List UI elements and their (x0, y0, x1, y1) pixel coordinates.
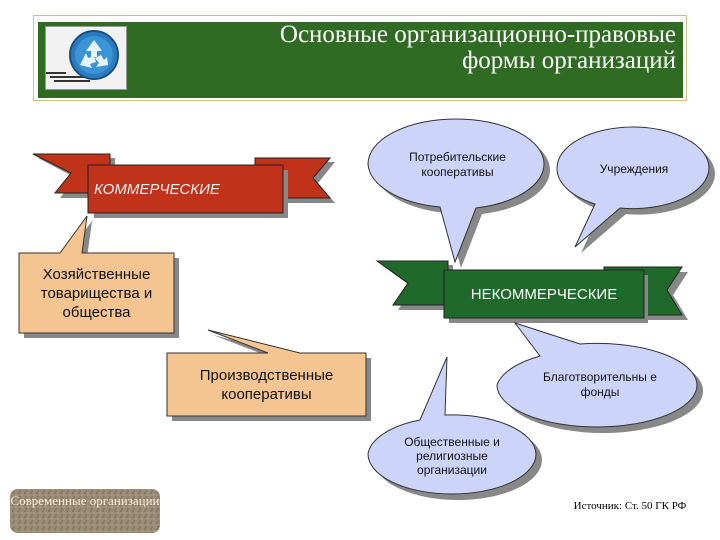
header-frame (33, 15, 687, 101)
consumer-coop-text: Потребительские кооперативы (409, 150, 506, 179)
recycle-icon (46, 27, 126, 89)
logo (45, 26, 127, 90)
public-bubble (367, 356, 542, 500)
charity-text: Благотворительны е фонды (543, 370, 657, 399)
source-note: Источник: Ст. 50 ГК РФ (573, 500, 687, 512)
title-line-2: формы организаций (462, 47, 676, 74)
commercial-ribbon (32, 153, 335, 218)
production-callout (166, 329, 371, 421)
noncommercial-label: НЕКОММЕРЧЕСКИЕ (470, 285, 618, 303)
institutions-text: Учреждения (599, 162, 669, 176)
production-coop-text: Производственные кооперативы (199, 366, 334, 403)
consumer-bubble (367, 118, 551, 268)
public-org-text: Общественные и религиозные организации (404, 435, 500, 477)
header-banner (38, 22, 683, 98)
page-title: Основные организационно-правовые формы о… (130, 22, 676, 74)
institutions-bubble (556, 126, 715, 253)
business-entities-text: Хозяйственные товарищества и общества (40, 265, 153, 321)
footer-badge-bg (10, 489, 160, 533)
commercial-label: КОММЕРЧЕСКИЕ (94, 180, 220, 198)
title-line-1: Основные организационно-правовые (279, 21, 676, 48)
charity-bubble (496, 322, 703, 433)
noncommercial-ribbon (375, 260, 688, 323)
business-callout (18, 215, 179, 338)
footer-badge-text: Современные организации (10, 493, 160, 508)
